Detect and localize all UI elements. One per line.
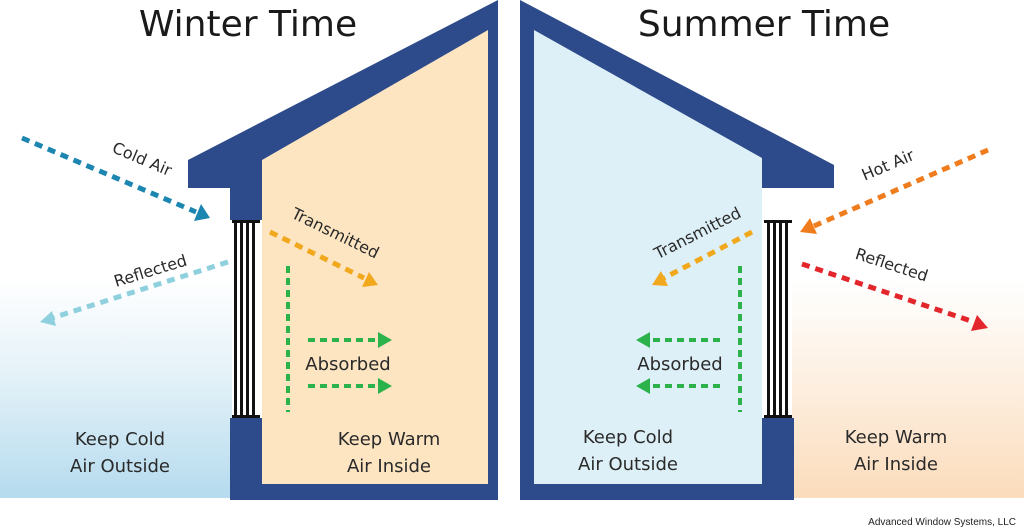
summer-house: [520, 0, 834, 500]
summer-absorbed-arrows: [652, 266, 742, 412]
winter-cold-air-arrow: [21, 135, 210, 221]
winter-outside-text-line1: Keep Cold: [75, 429, 165, 450]
summer-hot-air-label: Hot Air: [859, 145, 918, 184]
summer-outside-text-line1: Keep Warm: [845, 427, 948, 448]
winter-inside-text-line1: Keep Warm: [338, 429, 441, 450]
winter-absorbed-arrowhead-top: [378, 332, 392, 348]
winter-cold-air-label: Cold Air: [110, 138, 175, 180]
summer-outside-text-line2: Air Inside: [854, 454, 938, 475]
winter-window-glass: [232, 220, 260, 418]
winter-absorbed-arrowhead-bottom: [378, 378, 392, 394]
winter-title: Winter Time: [139, 4, 357, 45]
summer-absorbed-arrowhead-top: [636, 332, 650, 348]
summer-hot-air-arrow: [800, 147, 990, 234]
credit-text: Advanced Window Systems, LLC: [868, 517, 1016, 528]
summer-outside-warm-area: [790, 280, 1024, 498]
summer-house-interior: [534, 30, 762, 484]
summer-inside-text-line1: Keep Cold: [583, 427, 673, 448]
winter-reflected-arrow: [40, 259, 229, 326]
winter-outside-text-line2: Air Outside: [70, 456, 170, 477]
summer-absorbed-arrowhead-bottom: [636, 378, 650, 394]
winter-inside-text-line2: Air Inside: [347, 456, 431, 477]
summer-reflected-label: Reflected: [853, 244, 930, 285]
summer-window-glass: [764, 220, 792, 418]
winter-absorbed-arrows: [286, 266, 376, 412]
winter-house-interior: [262, 30, 488, 484]
winter-transmitted-arrow: [268, 229, 378, 287]
summer-absorbed-label: Absorbed: [637, 354, 722, 375]
summer-inside-text-line2: Air Outside: [578, 454, 678, 475]
summer-transmitted-arrow: [652, 229, 754, 286]
summer-title: Summer Time: [638, 4, 890, 45]
winter-wall-stub-upper: [230, 188, 262, 220]
winter-outside-cold-area: [0, 280, 232, 498]
winter-absorbed-label: Absorbed: [305, 354, 390, 375]
winter-house: [188, 0, 498, 500]
summer-reflected-arrow: [801, 261, 988, 331]
